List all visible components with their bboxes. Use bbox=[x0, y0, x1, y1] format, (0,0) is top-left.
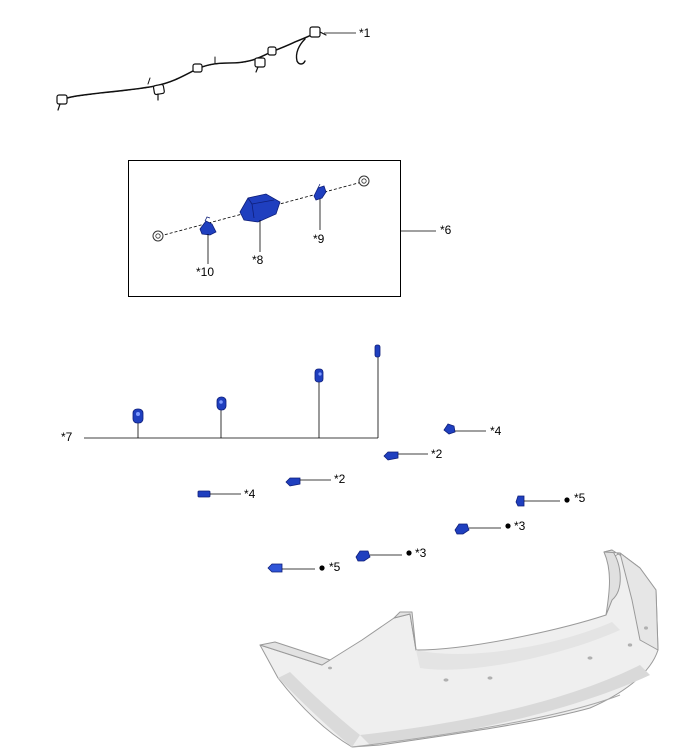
sensor-icon bbox=[239, 193, 281, 223]
retainer-icon bbox=[197, 490, 211, 498]
bracket-icon bbox=[383, 451, 399, 461]
callout-1: *1 bbox=[359, 26, 371, 40]
callout-3-center: *3 bbox=[415, 546, 427, 560]
retainer-icon bbox=[515, 495, 525, 507]
callout-2-right: *2 bbox=[431, 447, 443, 461]
callout-3-right: *3 bbox=[514, 519, 526, 533]
retainer-icon bbox=[443, 423, 456, 435]
sensor-icon bbox=[132, 408, 144, 424]
retainer-icon bbox=[267, 563, 283, 573]
callout-4-left: *4 bbox=[244, 487, 256, 501]
callout-6: *6 bbox=[440, 223, 452, 237]
assembly-box bbox=[128, 160, 401, 297]
sensor-icon bbox=[314, 368, 324, 383]
callout-9: *9 bbox=[313, 232, 325, 246]
callout-5-left: *5 bbox=[329, 560, 341, 574]
clip-icon bbox=[313, 183, 327, 201]
bracket-icon bbox=[355, 550, 371, 562]
callout-5-right: *5 bbox=[574, 491, 586, 505]
bracket-icon bbox=[285, 477, 301, 487]
nut-icon bbox=[152, 230, 164, 242]
bullet-dot-icon bbox=[564, 497, 570, 503]
bullet-dot-icon bbox=[505, 523, 511, 529]
bracket-icon bbox=[454, 523, 470, 535]
wire-harness-icon bbox=[56, 26, 327, 111]
callout-10: *10 bbox=[196, 265, 214, 279]
nut-icon bbox=[358, 175, 370, 187]
rear-bumper-icon bbox=[259, 549, 659, 748]
sensor-icon bbox=[374, 344, 381, 358]
bullet-dot-icon bbox=[319, 565, 325, 571]
callout-7: *7 bbox=[61, 430, 73, 444]
bullet-dot-icon bbox=[406, 550, 412, 556]
callout-8: *8 bbox=[252, 253, 264, 267]
callout-4-right: *4 bbox=[490, 424, 502, 438]
callout-2-center: *2 bbox=[334, 472, 346, 486]
bracket-icon bbox=[199, 216, 217, 236]
sensor-icon bbox=[216, 396, 227, 411]
